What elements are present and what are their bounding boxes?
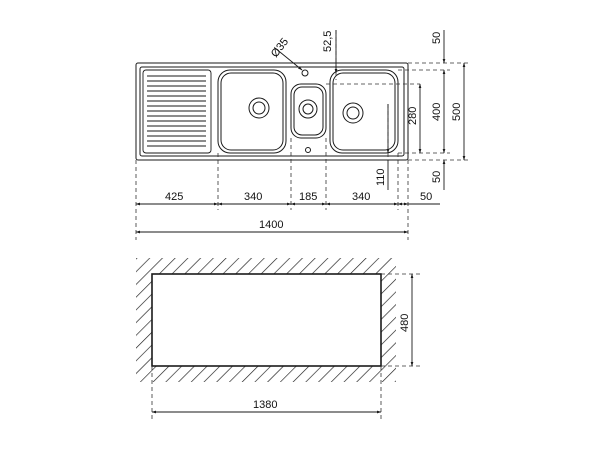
bottom-margin-label: 50 xyxy=(431,171,443,183)
hole-offset-label: 52,5 xyxy=(322,31,334,52)
cutout-view xyxy=(136,258,396,382)
hole-offset-annotation: 52,5 xyxy=(322,30,338,74)
drainer-ribs xyxy=(142,69,212,154)
overflow-hole xyxy=(305,147,311,153)
sink-outline xyxy=(135,62,409,161)
large-bowl-drain xyxy=(248,97,270,119)
sink-top-view xyxy=(135,62,409,161)
cutout-dimensions xyxy=(151,273,414,414)
right-bowl xyxy=(329,69,399,154)
tap-hole xyxy=(301,69,309,77)
cutout-height-label: 480 xyxy=(399,314,411,332)
large-bowl xyxy=(217,69,287,154)
vertical-dimensions xyxy=(386,30,466,190)
small-bowl-drain xyxy=(298,99,318,119)
drain-offset-label: 110 xyxy=(375,168,387,186)
small-bowl xyxy=(290,83,327,139)
hole-diameter-label: Ø35 xyxy=(269,36,291,60)
sink-inner-rim xyxy=(139,66,405,157)
small-bowl-depth-label: 280 xyxy=(407,107,419,125)
bowl-depth-label: 400 xyxy=(431,103,443,121)
cutout-width-label: 1380 xyxy=(253,399,277,411)
large-bowl-width-label: 340 xyxy=(244,191,262,203)
right-bowl-width-label: 340 xyxy=(352,191,370,203)
cutout-opening xyxy=(151,273,382,367)
hole-diameter-annotation: Ø35 xyxy=(269,36,303,71)
small-bowl-width-label: 185 xyxy=(299,191,317,203)
right-bowl-drain xyxy=(342,102,364,124)
horizontal-dimensions xyxy=(135,202,440,234)
total-width-label: 1400 xyxy=(259,219,283,231)
drainer-width-label: 425 xyxy=(165,191,183,203)
top-margin-label: 50 xyxy=(431,32,443,44)
total-depth-label: 500 xyxy=(451,103,463,121)
right-edge-width-label: 50 xyxy=(420,191,432,203)
